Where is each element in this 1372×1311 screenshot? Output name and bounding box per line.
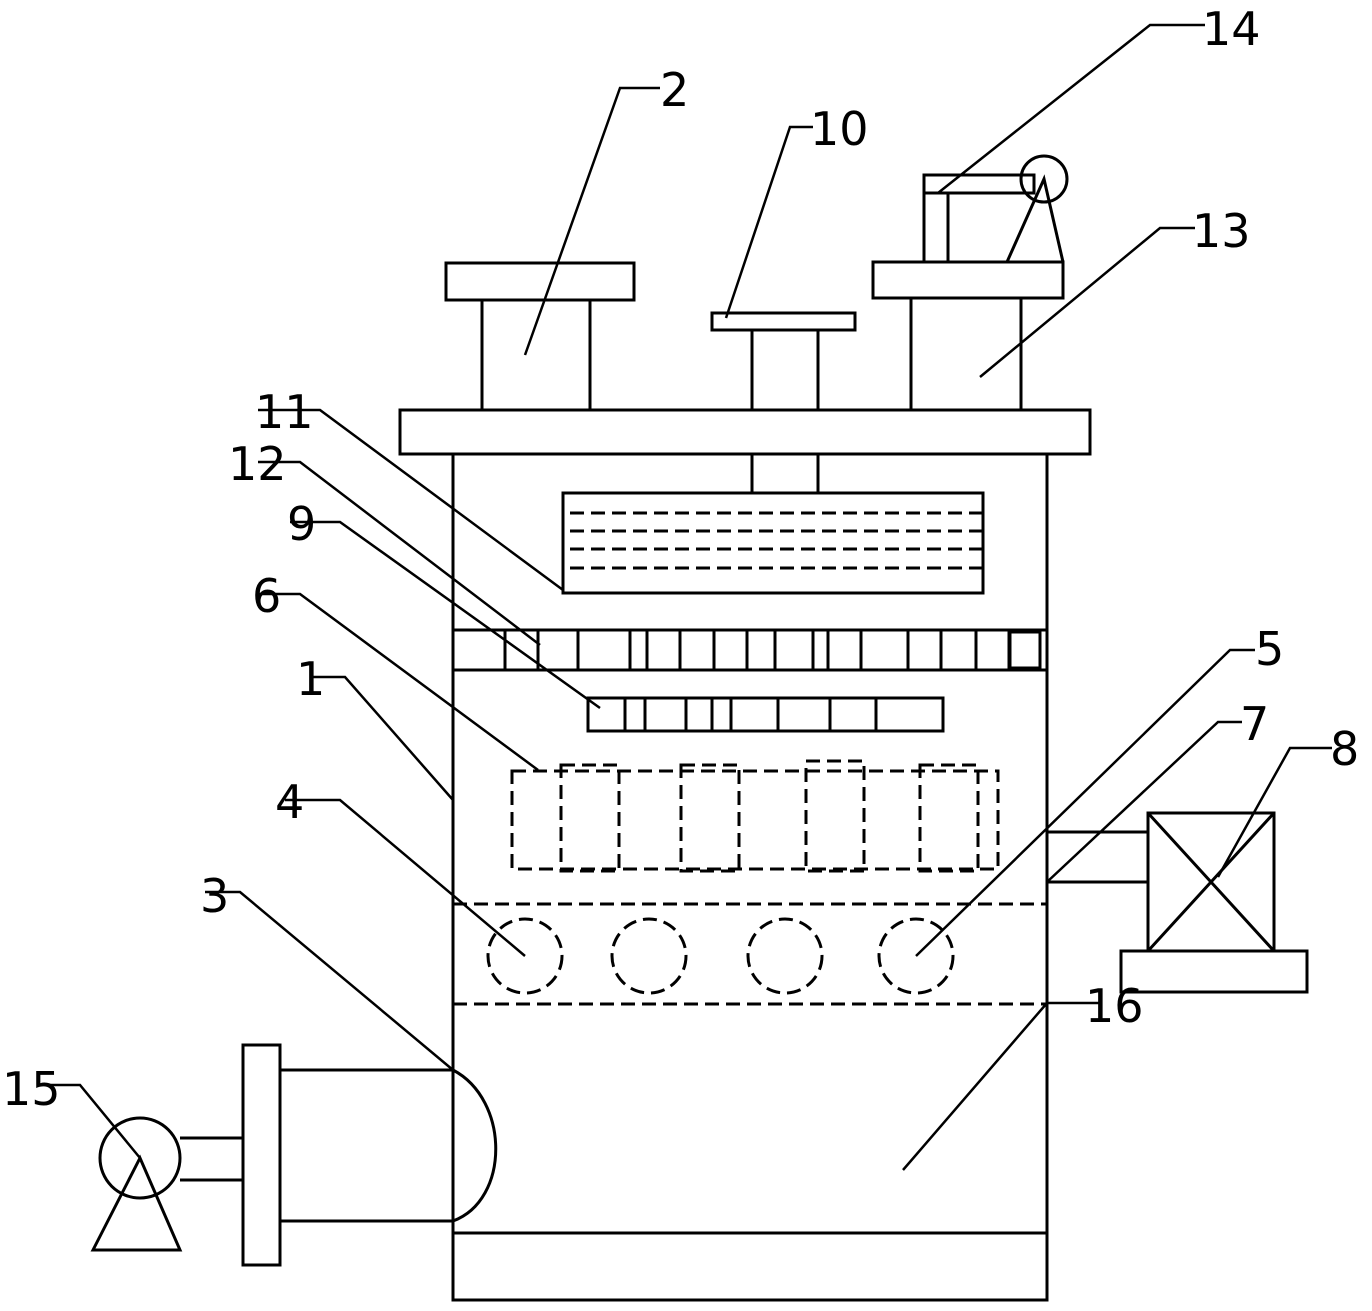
motor-14-bar: [922, 173, 1036, 195]
nozzle-row: [486, 917, 955, 995]
leader-16: [902, 1001, 1100, 1171]
label-1: 1: [296, 652, 325, 706]
leader-5: [915, 648, 1255, 957]
label-4: 4: [275, 775, 304, 829]
nozzle-circle: [486, 917, 564, 995]
label-13: 13: [1192, 204, 1251, 258]
pipe-10: [710, 311, 857, 493]
base-plate: [451, 1231, 1049, 1302]
label-7: 7: [1240, 697, 1269, 751]
pipe-13: [871, 260, 1065, 410]
label-16: 16: [1085, 979, 1144, 1033]
motor-14-wheel: [1019, 154, 1069, 204]
leader-15: [48, 1083, 141, 1159]
pipe-13-flange: [871, 260, 1065, 300]
leader-2: [523, 86, 660, 356]
label-9: 9: [287, 497, 316, 551]
pipe-10-cap: [710, 311, 857, 332]
label-6: 6: [252, 569, 281, 623]
leader-10: [724, 125, 813, 319]
label-2: 2: [660, 63, 689, 117]
number-labels: 2 10 14 13 11 12 9 6 1 4 5 7 8 3 15 16: [2, 2, 1359, 1116]
leader-11: [258, 408, 564, 592]
nozzle-circle: [877, 917, 955, 995]
label-12: 12: [228, 437, 287, 491]
label-3: 3: [200, 869, 229, 923]
leader-3: [205, 890, 454, 1071]
label-11: 11: [255, 385, 314, 439]
side-duct-7: [1047, 830, 1148, 884]
main-body: [451, 450, 1049, 1302]
label-5: 5: [1255, 622, 1284, 676]
heat-exchanger-11: [561, 491, 990, 595]
leader-1: [312, 675, 454, 801]
duct-3-flange: [241, 1043, 282, 1267]
nozzle-circle: [746, 917, 824, 995]
box-8-base: [1119, 949, 1309, 994]
leader-9: [290, 520, 601, 710]
leader-lines: [48, 23, 1332, 1171]
nozzle-circle: [610, 917, 688, 995]
filter-layer-12: [451, 628, 1049, 672]
label-15: 15: [2, 1062, 61, 1116]
leader-8: [1216, 746, 1332, 878]
motor-14: [922, 154, 1069, 263]
fan-15: [90, 1116, 183, 1252]
packing-9: [586, 696, 945, 733]
leader-14: [937, 23, 1205, 194]
pipe-2-flange: [444, 261, 636, 302]
top-cover-plate: [398, 408, 1092, 456]
leader-12: [258, 460, 541, 646]
spray-section-6: [510, 759, 1000, 873]
label-8: 8: [1330, 722, 1359, 776]
leader-7: [1046, 720, 1242, 883]
leader-13: [979, 226, 1195, 378]
pipe-2: [444, 261, 636, 410]
label-14: 14: [1202, 2, 1261, 56]
label-10: 10: [810, 102, 869, 156]
box-8: [1119, 811, 1309, 994]
leader-6: [258, 592, 539, 772]
leader-4: [285, 798, 526, 957]
inlet-duct-3: [180, 1043, 498, 1267]
